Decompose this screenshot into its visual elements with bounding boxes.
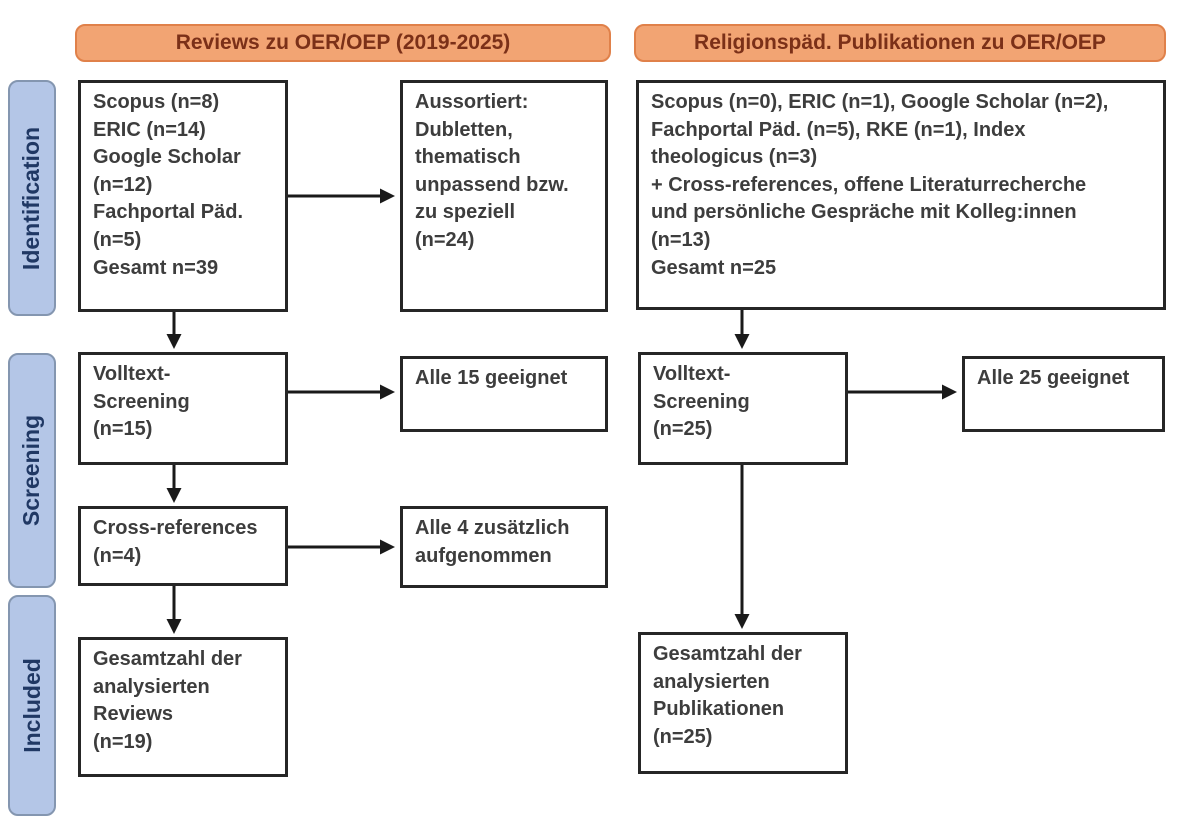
right-identification-box: Scopus (n=0), ERIC (n=1), Google Scholar…	[636, 80, 1166, 310]
left-identification-text: Scopus (n=8) ERIC (n=14) Google Scholar …	[93, 91, 244, 279]
left-crossref-text: Cross-references (n=4)	[93, 517, 258, 567]
left-crossref-result-text: Alle 4 zusätzlich aufgenommen	[415, 517, 570, 567]
right-included-text: Gesamtzahl der analysierten Publikatione…	[653, 643, 802, 748]
phase-label-screening: Screening	[8, 353, 56, 588]
column-header-religionspaed-label: Religionspäd. Publikationen zu OER/OEP	[694, 31, 1106, 54]
left-included-box: Gesamtzahl der analysierten Reviews (n=1…	[78, 637, 288, 777]
phase-label-screening-text: Screening	[18, 414, 45, 527]
right-screening-result-box: Alle 25 geeignet	[962, 356, 1165, 432]
right-identification-text: Scopus (n=0), ERIC (n=1), Google Scholar…	[651, 91, 1109, 279]
left-excluded-text: Aussortiert: Dubletten, thematisch unpas…	[415, 91, 569, 251]
left-screening-result-box: Alle 15 geeignet	[400, 356, 608, 432]
left-excluded-box: Aussortiert: Dubletten, thematisch unpas…	[400, 80, 608, 312]
left-screening-box: Volltext- Screening (n=15)	[78, 352, 288, 465]
left-screening-result-text: Alle 15 geeignet	[415, 367, 568, 389]
right-screening-text: Volltext- Screening (n=25)	[653, 363, 750, 441]
phase-label-included: Included	[8, 595, 56, 816]
phase-label-identification-text: Identification	[18, 126, 45, 270]
right-screening-result-text: Alle 25 geeignet	[977, 367, 1130, 389]
left-identification-box: Scopus (n=8) ERIC (n=14) Google Scholar …	[78, 80, 288, 312]
left-crossref-result-box: Alle 4 zusätzlich aufgenommen	[400, 506, 608, 588]
left-included-text: Gesamtzahl der analysierten Reviews (n=1…	[93, 648, 242, 753]
right-included-box: Gesamtzahl der analysierten Publikatione…	[638, 632, 848, 774]
column-header-religionspaed: Religionspäd. Publikationen zu OER/OEP	[634, 24, 1166, 62]
column-header-reviews-label: Reviews zu OER/OEP (2019-2025)	[175, 31, 511, 54]
left-screening-text: Volltext- Screening (n=15)	[93, 363, 190, 441]
column-header-reviews: Reviews zu OER/OEP (2019-2025)	[75, 24, 611, 62]
left-crossref-box: Cross-references (n=4)	[78, 506, 288, 586]
phase-label-identification: Identification	[8, 80, 56, 316]
phase-label-included-text: Included	[18, 658, 45, 753]
right-screening-box: Volltext- Screening (n=25)	[638, 352, 848, 465]
